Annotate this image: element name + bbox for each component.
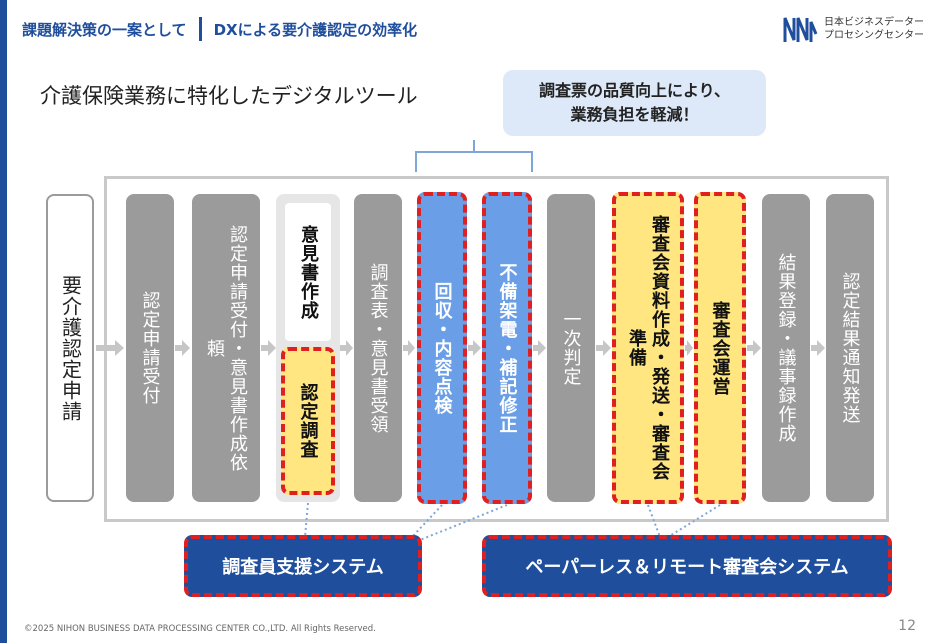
remote-board-system: ペーパーレス＆リモート審査会システム [482, 535, 892, 597]
callout-line1: 調査票の品質向上により、 [538, 81, 731, 100]
slide-subtitle: 介護保険業務に特化したデジタルツール [40, 84, 418, 108]
header-section: 課題解決策の一案として [22, 20, 187, 39]
copyright: ©2025 NIHON BUSINESS DATA PROCESSING CEN… [24, 624, 376, 634]
investigator-support-system: 調査員支援システム [184, 535, 422, 597]
step-certification-survey: 認定調査 [281, 347, 335, 495]
page-number: 12 [898, 618, 916, 634]
step-primary-judgment: 一次判定 [547, 194, 595, 502]
logo-line2: プロセシングセンター [824, 30, 924, 41]
step-application: 要介護認定申請 [46, 194, 94, 502]
step-board-operation: 審査会運営 [694, 192, 746, 504]
left-accent-bar [0, 0, 7, 643]
step-receive-documents: 調査表・意見書受領 [354, 194, 402, 502]
logo-line1: 日本ビジネスデーター [824, 17, 924, 28]
step-opinion-request: 認定申請受付・意見書作成依頼 [192, 194, 260, 502]
step-result-notification: 認定結果通知発送 [826, 194, 874, 502]
step-correction-call: 不備架電・補記修正 [482, 192, 532, 504]
callout-line2: 業務負担を軽減！ [570, 105, 699, 124]
slide-header: 課題解決策の一案として DXによる要介護認定の効率化 [22, 14, 417, 44]
benefit-callout: 調査票の品質向上により、 業務負担を軽減！ [503, 70, 766, 136]
company-logo: 日本ビジネスデーター プロセシングセンター [782, 14, 924, 44]
company-logo-icon [783, 17, 818, 42]
header-separator [198, 17, 202, 41]
step-opinion-writing: 意見書作成 [285, 203, 331, 341]
step-board-materials: 審査会資料作成・発送・審査会準備 [612, 192, 684, 504]
step-collect-check: 回収・内容点検 [417, 192, 467, 504]
header-title: DXによる要介護認定の効率化 [213, 20, 418, 39]
step-result-registration: 結果登録・議事録作成 [762, 194, 810, 502]
callout-brace [415, 151, 533, 172]
step-reception: 認定申請受付 [126, 194, 174, 502]
